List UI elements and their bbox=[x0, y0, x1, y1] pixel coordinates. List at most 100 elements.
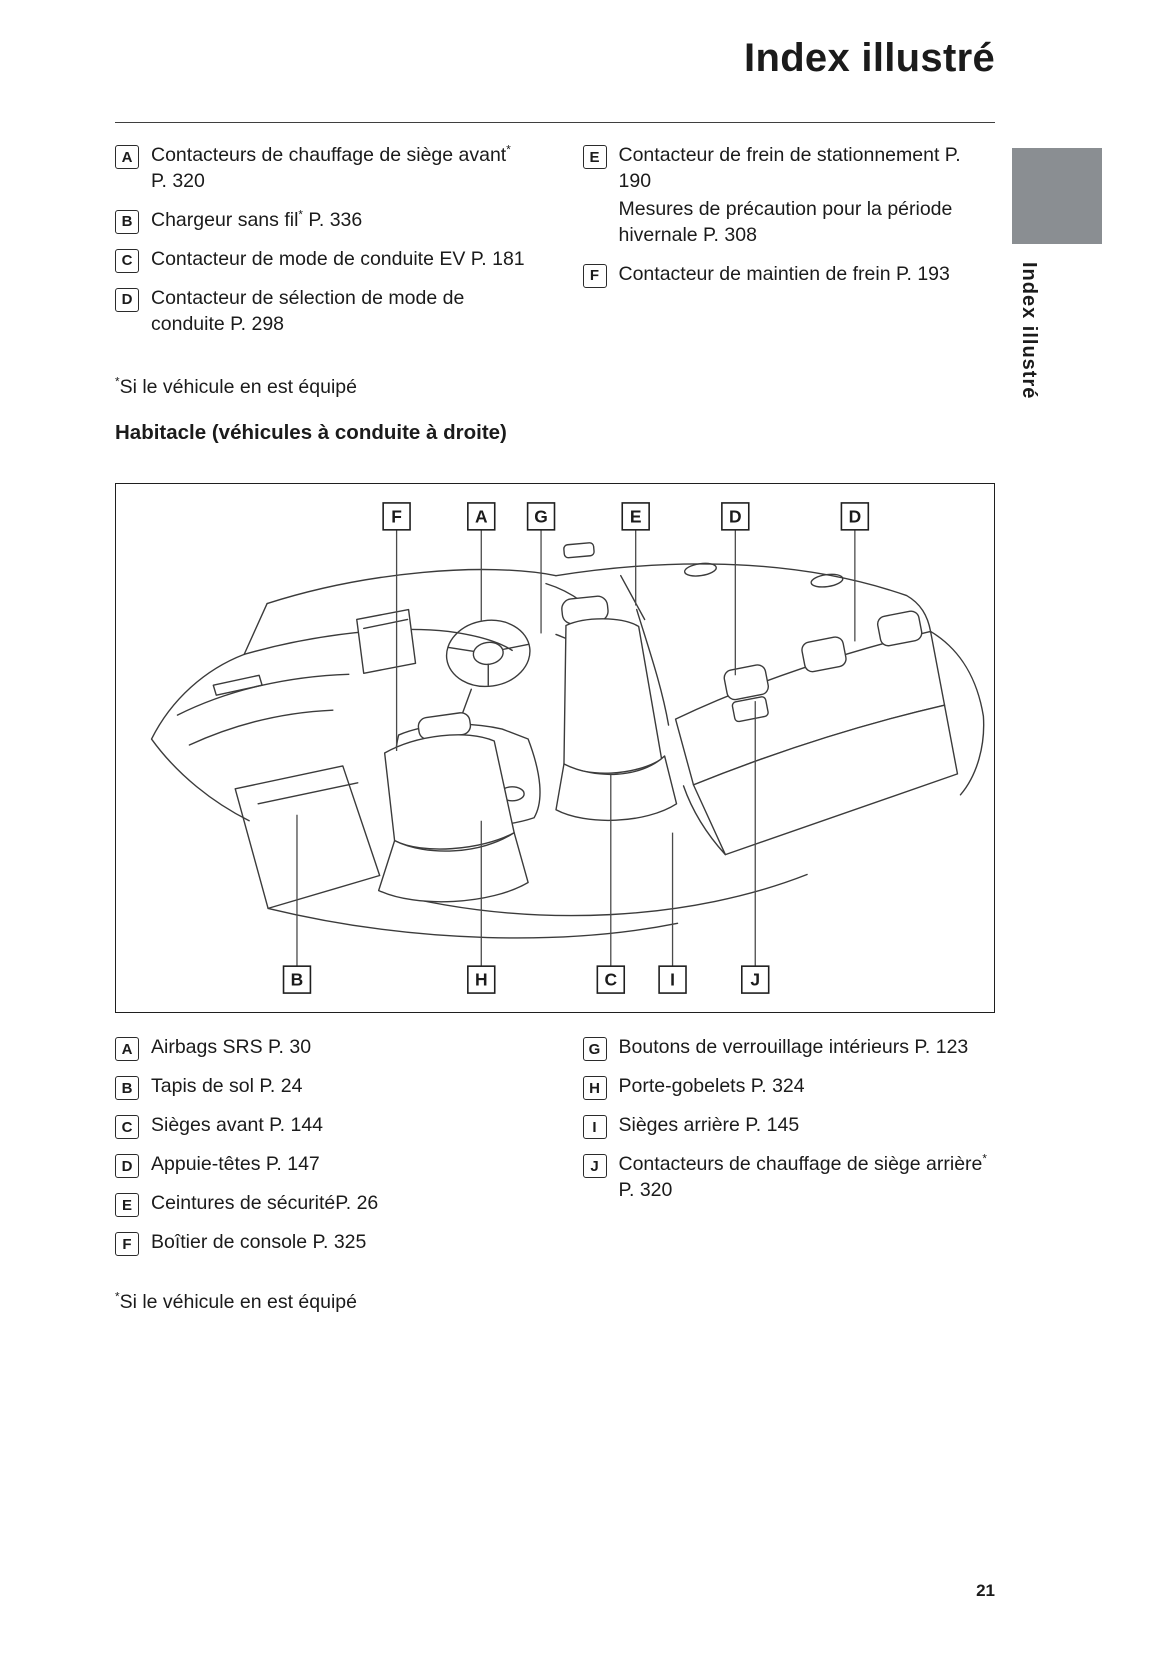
callout-letter: J bbox=[750, 970, 760, 990]
footnote-equipment: *Si le véhicule en est équipé bbox=[115, 1291, 995, 1314]
callout-top-2: G bbox=[526, 502, 556, 531]
footnote-text: Si le véhicule en est équipé bbox=[119, 376, 357, 398]
side-tab-label: Index illustré bbox=[1018, 262, 1040, 400]
rearview-mirror bbox=[563, 542, 595, 559]
item-text: Contacteur de sélection de mode de condu… bbox=[151, 286, 465, 335]
callout-letter: D bbox=[729, 506, 742, 526]
callout-top-0: F bbox=[382, 502, 411, 531]
item-text: Porte-gobelets P. 324 bbox=[618, 1075, 805, 1097]
callout-letter: C bbox=[604, 970, 617, 990]
item-text: Tapis de sol P. 24 bbox=[151, 1075, 303, 1097]
callout-letter: B bbox=[291, 970, 304, 990]
callout-top-3: E bbox=[621, 502, 650, 531]
footnote-text: Si le véhicule en est équipé bbox=[119, 1291, 357, 1313]
rear-headrest bbox=[801, 636, 847, 673]
item-text: Appuie-têtes P. 147 bbox=[151, 1153, 320, 1175]
callout-bottom-3: I bbox=[658, 965, 687, 994]
item-key-box: J bbox=[582, 1154, 607, 1178]
interior-diagram: F A G E D D B H C I J bbox=[115, 483, 995, 1013]
section-tab-marker bbox=[1012, 148, 1102, 244]
title-rule bbox=[115, 122, 995, 123]
item-key-box: E bbox=[115, 1193, 139, 1217]
item-text: Sièges arrière P. 145 bbox=[618, 1114, 800, 1136]
item-key-box: A bbox=[115, 1037, 139, 1061]
grab-handle bbox=[683, 562, 717, 577]
item-key-box: I bbox=[582, 1115, 607, 1139]
item-key-box: F bbox=[582, 263, 607, 288]
passenger-seat-cushion bbox=[377, 831, 529, 903]
passenger-seatback bbox=[383, 734, 515, 850]
callout-top-4: D bbox=[721, 502, 750, 531]
interior-diagram-svg: F A G E D D B H C I J bbox=[150, 502, 985, 994]
touchscreen bbox=[356, 608, 417, 674]
list-item: E Contacteur de frein de stationnement P.… bbox=[582, 143, 996, 249]
item-key-box: C bbox=[115, 1115, 139, 1139]
list-item: E Ceintures de sécuritéP. 26 bbox=[115, 1191, 528, 1217]
item-text: Ceintures de sécuritéP. 26 bbox=[151, 1192, 379, 1214]
item-key-box: D bbox=[115, 1154, 139, 1178]
list-item: D Appuie-têtes P. 147 bbox=[115, 1152, 528, 1178]
item-text: Contacteur de frein de stationnement P. … bbox=[618, 144, 961, 246]
item-key-box: C bbox=[115, 248, 139, 273]
callout-letter: F bbox=[391, 506, 402, 526]
callout-top-1: A bbox=[467, 502, 496, 531]
item-text: Boîtier de console P. 325 bbox=[151, 1231, 367, 1253]
callout-letter: H bbox=[475, 970, 488, 990]
callout-bottom-1: H bbox=[467, 965, 496, 994]
leader-lines bbox=[296, 529, 856, 967]
list-item: C Contacteur de mode de conduite EV P. 18… bbox=[115, 247, 528, 273]
item-key-box: B bbox=[115, 209, 139, 234]
item-key-box: D bbox=[115, 287, 139, 312]
top-list-right-column: E Contacteur de frein de stationnement P.… bbox=[582, 143, 996, 351]
item-text: Contacteurs de chauffage de siège arrièr… bbox=[618, 1152, 987, 1201]
section-heading: Habitacle (véhicules à conduite à droite… bbox=[115, 421, 507, 444]
grab-handle bbox=[810, 573, 844, 588]
callout-letter: A bbox=[475, 506, 488, 526]
footnote-equipment: *Si le véhicule en est équipé bbox=[115, 376, 995, 399]
callout-letter: G bbox=[534, 506, 548, 526]
item-text: Contacteurs de chauffage de siège avant*… bbox=[151, 143, 511, 192]
page-title: Index illustré bbox=[744, 36, 995, 80]
callout-top-5: D bbox=[840, 502, 870, 531]
rear-armrest-switch-panel bbox=[731, 696, 769, 723]
list-item: D Contacteur de sélection de mode de cond… bbox=[115, 286, 528, 338]
callout-letter: E bbox=[630, 506, 642, 526]
top-index-list: A Contacteurs de chauffage de siège avant… bbox=[115, 143, 995, 351]
floor-mat bbox=[234, 765, 381, 910]
car-interior-art bbox=[150, 542, 985, 939]
item-key-box: E bbox=[582, 145, 607, 169]
callout-bottom-2: C bbox=[596, 965, 626, 994]
callout-bottom-0: B bbox=[282, 965, 312, 994]
item-text: Contacteur de mode de conduite EV P. 181 bbox=[151, 247, 525, 270]
footnote-asterisk: * bbox=[115, 1290, 120, 1304]
driver-seat-cushion bbox=[555, 755, 678, 822]
rear-headrest bbox=[876, 610, 923, 647]
item-text: Boutons de verrouillage intérieurs P. 12… bbox=[618, 1036, 969, 1058]
footnote-asterisk: * bbox=[115, 375, 120, 389]
item-text: Chargeur sans fil* P. 336 bbox=[151, 208, 363, 231]
item-key-box: A bbox=[115, 145, 139, 169]
list-item: C Sièges avant P. 144 bbox=[115, 1113, 528, 1139]
list-item: I Sièges arrière P. 145 bbox=[582, 1113, 996, 1139]
item-key-box: F bbox=[115, 1232, 139, 1256]
item-text: Sièges avant P. 144 bbox=[151, 1114, 324, 1136]
callout-letter: I bbox=[670, 970, 675, 990]
list-item: A Contacteurs de chauffage de siège avant… bbox=[115, 143, 528, 195]
seat-belt bbox=[635, 608, 670, 726]
diagram-callouts: F A G E D D B H C I J bbox=[282, 502, 870, 994]
top-list-left-column: A Contacteurs de chauffage de siège avant… bbox=[115, 143, 528, 351]
b-pillar bbox=[620, 574, 646, 621]
list-item: B Chargeur sans fil* P. 336 bbox=[115, 208, 528, 234]
callout-letter: D bbox=[849, 506, 862, 526]
list-item: F Boîtier de console P. 325 bbox=[115, 1230, 528, 1256]
air-vent bbox=[212, 674, 263, 696]
list-item: J Contacteurs de chauffage de siège arriè… bbox=[582, 1152, 996, 1204]
